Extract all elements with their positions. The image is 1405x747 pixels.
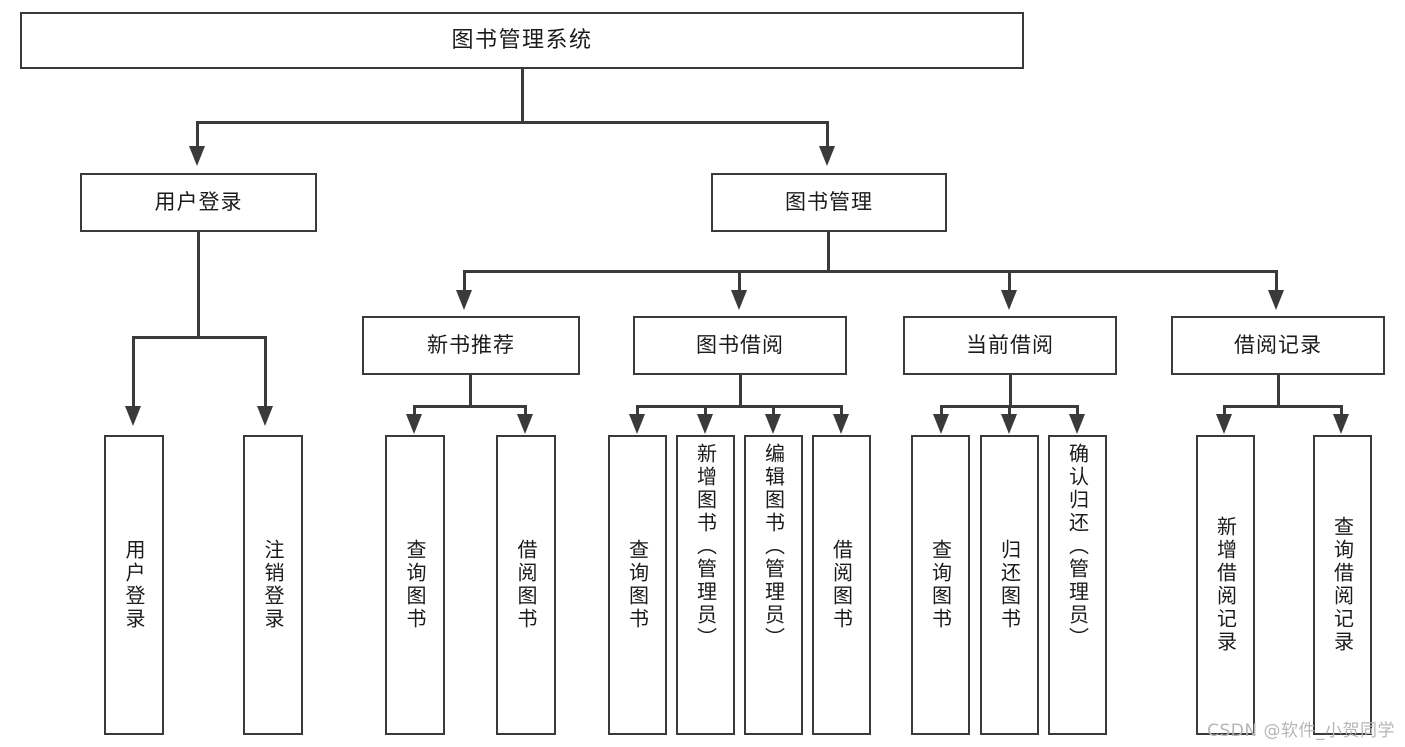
node-label: 查询图书 [928,539,953,631]
connector-nbr-bus [413,405,527,408]
arrowhead-leaf-logout [257,406,273,426]
arrowhead-cb-leaf-1 [933,414,949,434]
connector-bb-drop-1 [636,405,639,417]
leaf-br-add-record[interactable]: 新增借阅记录 [1196,435,1255,735]
arrowhead-br-leaf-1 [1216,414,1232,434]
node-label: 归还图书 [997,539,1022,631]
connector-book-management-stem [827,232,830,272]
leaf-user-login-logout[interactable]: 注销登录 [243,435,303,735]
connector-bm-drop-1 [463,270,466,292]
node-label: 借阅图书 [514,539,538,631]
connector-user-login-drop-2 [264,336,267,408]
node-label: 新增图书（管理员） [693,443,718,650]
leaf-cb-confirm-return-admin[interactable]: 确认归还（管理员） [1048,435,1107,735]
connector-nbr-drop-2 [524,405,527,417]
connector-user-login-bus [132,336,266,339]
connector-root-stem [521,69,524,123]
connector-user-login-stem [197,232,200,338]
leaf-bb-edit-book-admin[interactable]: 编辑图书（管理员） [744,435,803,735]
connector-user-login-drop-1 [132,336,135,408]
node-label: 查询图书 [625,539,650,631]
connector-br-stem [1277,375,1280,407]
connector-cb-drop-1 [940,405,943,417]
leaf-user-login-login[interactable]: 用户登录 [104,435,164,735]
arrowhead-nbr-leaf-1 [406,414,422,434]
node-book-borrow[interactable]: 图书借阅 [633,316,847,375]
leaf-bb-borrow-book[interactable]: 借阅图书 [812,435,871,735]
arrowhead-bb-leaf-2 [697,414,713,434]
node-label: 查询借阅记录 [1330,516,1355,654]
arrowhead-bb-leaf-1 [629,414,645,434]
arrowhead-leaf-user-login [125,406,141,426]
node-label: 用户登录 [154,190,243,215]
arrowhead-cb-leaf-3 [1069,414,1085,434]
connector-bb-drop-2 [704,405,707,417]
node-label: 查询图书 [403,539,427,631]
arrowhead-new-book-recommend [456,290,472,310]
arrowhead-borrow-record [1268,290,1284,310]
arrowhead-cb-leaf-2 [1001,414,1017,434]
leaf-cb-return-book[interactable]: 归还图书 [980,435,1039,735]
node-new-book-recommend[interactable]: 新书推荐 [362,316,580,375]
connector-bm-drop-2 [738,270,741,292]
node-root-book-management-system[interactable]: 图书管理系统 [20,12,1024,69]
node-label: 用户登录 [122,539,146,631]
connector-bm-drop-3 [1008,270,1011,292]
arrowhead-br-leaf-2 [1333,414,1349,434]
connector-nbr-drop-1 [413,405,416,417]
arrowhead-book-management [819,146,835,166]
node-label: 图书借阅 [696,333,784,358]
arrowhead-bb-leaf-3 [765,414,781,434]
connector-bb-stem [739,375,742,407]
connector-cb-drop-3 [1076,405,1079,417]
connector-cb-drop-2 [1008,405,1011,417]
node-label: 新增借阅记录 [1213,516,1238,654]
connector-bm-drop-4 [1275,270,1278,292]
leaf-nbr-borrow-book[interactable]: 借阅图书 [496,435,556,735]
node-label: 注销登录 [261,539,285,631]
arrowhead-user-login [189,146,205,166]
node-label: 新书推荐 [427,333,515,358]
connector-root-to-book-management [826,121,829,149]
node-label: 借阅图书 [829,539,854,631]
leaf-cb-query-book[interactable]: 查询图书 [911,435,970,735]
node-label: 当前借阅 [966,333,1054,358]
connector-bb-bus [636,405,842,408]
leaf-nbr-query-book[interactable]: 查询图书 [385,435,445,735]
connector-nbr-stem [469,375,472,407]
node-label: 确认归还（管理员） [1065,443,1090,650]
arrowhead-book-borrow [731,290,747,310]
connector-br-drop-2 [1340,405,1343,417]
node-label: 借阅记录 [1234,333,1322,358]
leaf-bb-query-book[interactable]: 查询图书 [608,435,667,735]
node-user-login[interactable]: 用户登录 [80,173,317,232]
connector-bb-drop-3 [772,405,775,417]
node-current-borrow[interactable]: 当前借阅 [903,316,1117,375]
node-borrow-record[interactable]: 借阅记录 [1171,316,1385,375]
node-book-management[interactable]: 图书管理 [711,173,947,232]
connector-book-management-bus [463,270,1278,273]
connector-br-drop-1 [1223,405,1226,417]
arrowhead-current-borrow [1001,290,1017,310]
leaf-br-query-record[interactable]: 查询借阅记录 [1313,435,1372,735]
connector-br-bus [1223,405,1343,408]
watermark-text: CSDN @软件_小贺同学 [1207,721,1395,741]
connector-bb-drop-4 [840,405,843,417]
arrowhead-bb-leaf-4 [833,414,849,434]
node-label: 编辑图书（管理员） [761,443,786,650]
connector-cb-stem [1009,375,1012,407]
leaf-bb-add-book-admin[interactable]: 新增图书（管理员） [676,435,735,735]
arrowhead-nbr-leaf-2 [517,414,533,434]
node-label: 图书管理 [785,190,873,215]
connector-root-to-user-login [196,121,199,149]
connector-root-bus [196,121,829,124]
node-label: 图书管理系统 [451,27,593,53]
